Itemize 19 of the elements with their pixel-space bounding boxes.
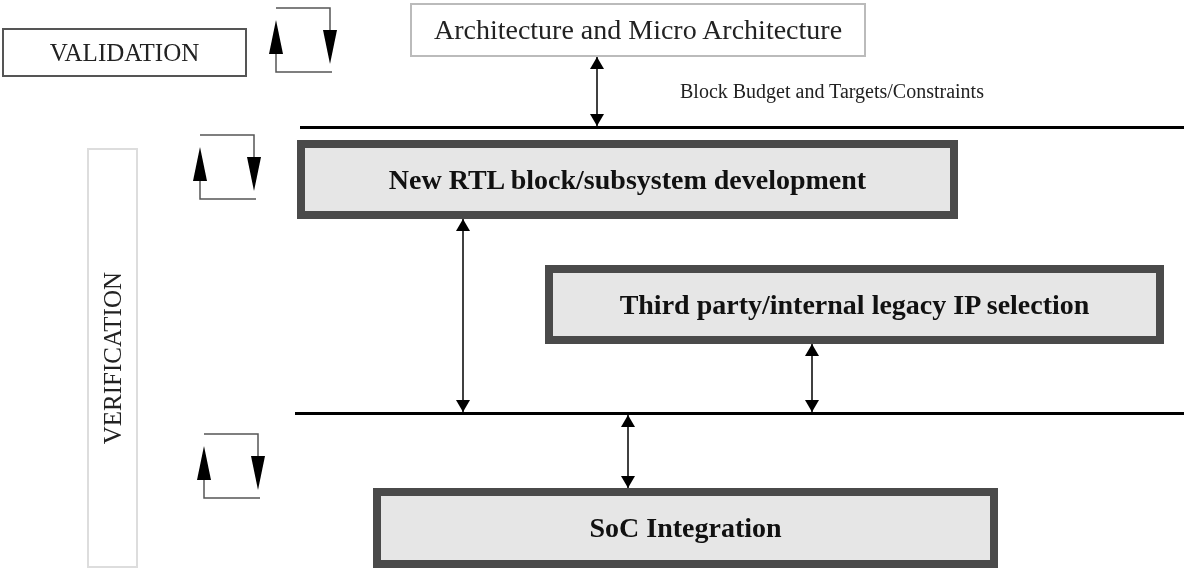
node-label: Architecture and Micro Architecture — [433, 13, 843, 47]
double-arrow — [456, 218, 470, 413]
horizontal-line — [300, 126, 1184, 129]
process-box — [297, 140, 958, 219]
annotation-text: Block Budget and Targets/Constraints — [680, 79, 984, 105]
process-box — [373, 488, 998, 568]
process-box — [410, 3, 866, 57]
double-arrow — [621, 414, 635, 489]
node-label: New RTL block/subsystem development — [388, 162, 867, 197]
node-label: SoC Integration — [589, 511, 782, 545]
node-label: VERIFICATION — [97, 271, 127, 445]
vertical-bar-box — [87, 148, 138, 568]
node-label: Third party/internal legacy IP selection — [619, 287, 1090, 322]
double-arrow — [805, 343, 819, 413]
node-label: VALIDATION — [49, 37, 200, 68]
label-box — [2, 28, 247, 77]
process-box — [545, 265, 1164, 344]
double-arrow — [590, 56, 604, 127]
horizontal-line — [295, 412, 1184, 415]
